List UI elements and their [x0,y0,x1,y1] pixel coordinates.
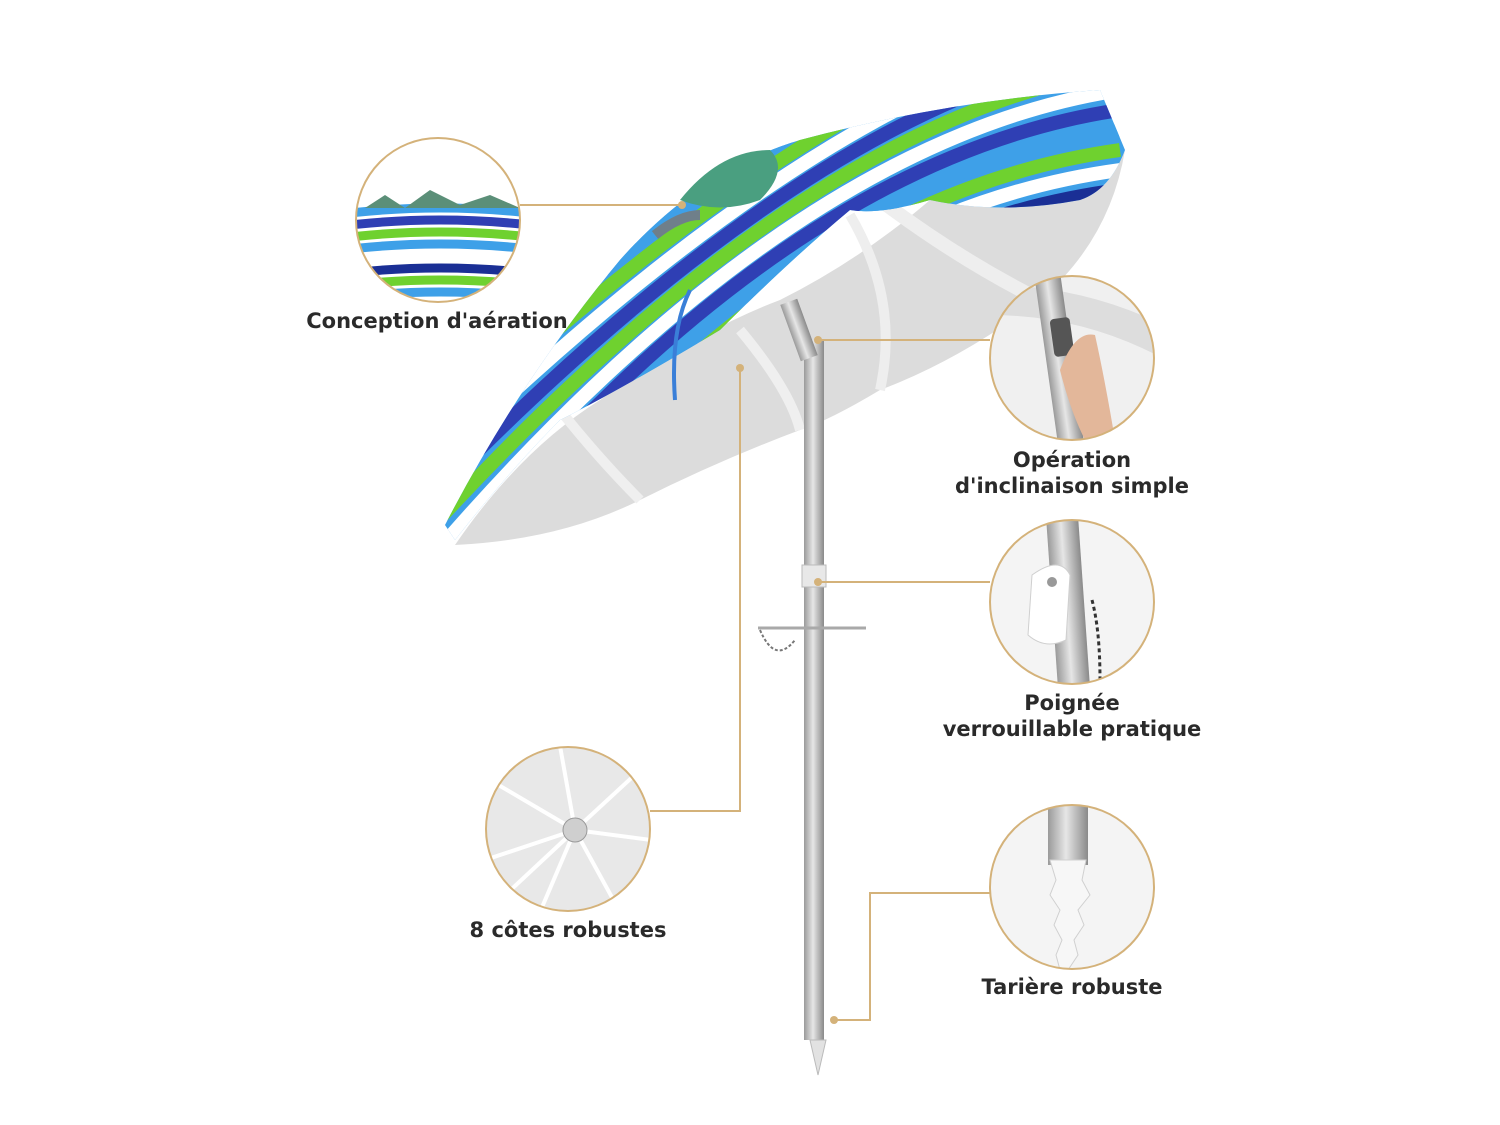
callout-lines [520,204,990,1021]
ribs-label: 8 côtes robustes [469,918,667,942]
handle-label-line2: verrouillable pratique [942,717,1202,741]
ribs-detail-image [486,747,650,911]
umbrella-pole [804,340,824,1040]
vent-label: Conception d'aération [306,309,568,333]
lock-handle-image [990,520,1154,684]
auger-detail-image [990,805,1154,969]
tilt-hand-image [990,276,1154,440]
vent-detail-image [356,138,520,302]
handle-label-line1: Poignée [1024,691,1120,715]
handle-label: Poignée verrouillable pratique [932,690,1212,742]
tilt-label-line2: d'inclinaison simple [954,474,1189,498]
auger-label: Tarière robuste [981,975,1163,999]
tilt-label-line1: Opération [1012,448,1132,472]
tilt-label: Opération d'inclinaison simple [942,447,1202,499]
